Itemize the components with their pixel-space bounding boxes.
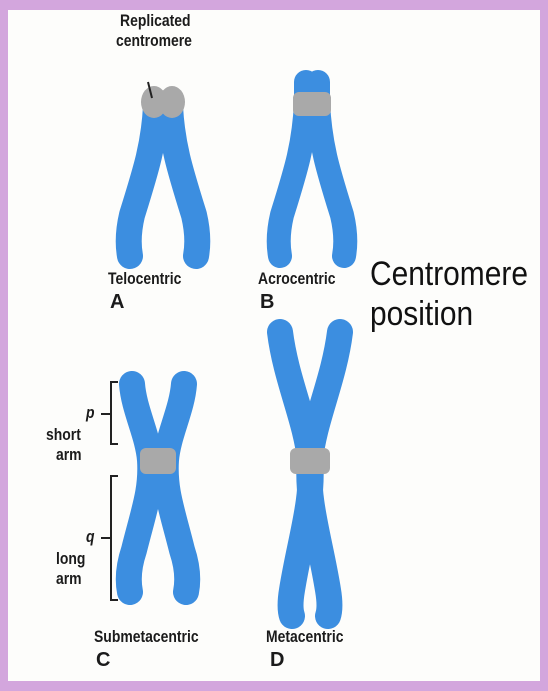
submetacentric-letter: C [96, 650, 110, 670]
chromatid [129, 384, 151, 592]
p-arm-label-line2: arm [56, 446, 82, 464]
telocentric-letter: A [110, 292, 124, 312]
q-arm-label-line1: long [56, 550, 85, 568]
centromere [140, 448, 176, 474]
p-arm-bracket [101, 382, 118, 444]
chromosome-submetacentric [129, 384, 187, 592]
chromosome-metacentric [280, 332, 340, 616]
replicated-centromere-label-line1: Replicated [120, 12, 191, 30]
chromosome-drawing [8, 10, 540, 681]
q-arm-bracket [101, 476, 118, 600]
diagram-frame: Replicated centromere Centromere positio… [8, 10, 540, 681]
chromatid [166, 384, 188, 592]
replicated-centromere-label-line2: centromere [116, 32, 192, 50]
chromosome-acrocentric [279, 82, 346, 256]
acrocentric-label: Acrocentric [258, 270, 335, 288]
heading-line1: Centromere [370, 256, 528, 292]
centromere [293, 92, 331, 116]
p-arm-label-line1: short [46, 426, 81, 444]
heading-line2: position [370, 296, 473, 332]
q-arm-label-line2: arm [56, 570, 82, 588]
chromatid [129, 106, 156, 256]
centromere [159, 86, 185, 118]
q-arm-letter: q [86, 528, 95, 546]
telocentric-label: Telocentric [108, 270, 181, 288]
centromere [290, 448, 330, 474]
p-arm-letter: p [86, 404, 95, 422]
submetacentric-label: Submetacentric [94, 628, 199, 646]
acrocentric-letter: B [260, 292, 274, 312]
metacentric-label: Metacentric [266, 628, 343, 646]
chromatid [170, 106, 197, 256]
chromosome-telocentric [129, 86, 198, 256]
metacentric-letter: D [270, 650, 284, 670]
